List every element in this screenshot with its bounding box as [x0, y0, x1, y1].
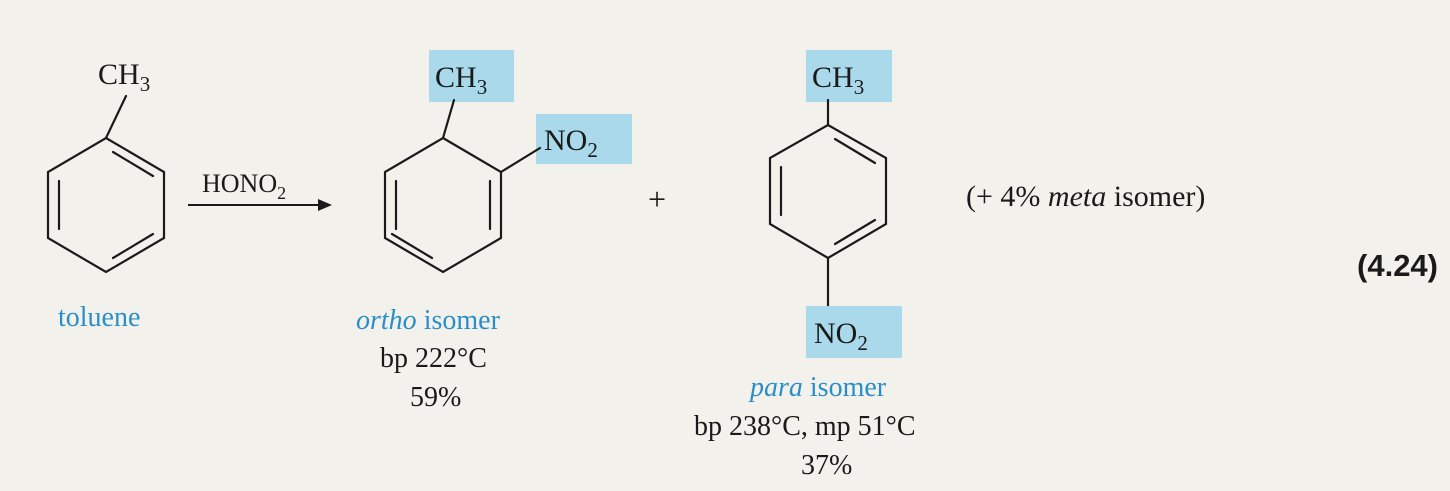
arrow-head-icon — [318, 199, 332, 211]
ortho-double-bond-3 — [390, 232, 434, 260]
toluene-ch3-label: CH3 — [98, 58, 150, 96]
toluene-double-bond-2 — [111, 232, 155, 260]
para-yield: 37% — [801, 450, 852, 481]
para-isomer-structure: CH3 NO2 para isomer bp 238°C, mp 51°C 37… — [694, 50, 916, 481]
toluene-label: toluene — [58, 302, 140, 333]
para-double-bond-1 — [833, 137, 877, 165]
reagent-label: HONO2 — [202, 169, 286, 203]
ortho-bp: bp 222°C — [380, 343, 487, 374]
reaction-arrow-group: HONO2 — [188, 169, 332, 211]
ortho-ch3-highlight — [429, 50, 514, 102]
ortho-nitro-bond — [499, 146, 542, 174]
plus-sign: + — [648, 181, 666, 217]
ortho-no2-label: NO2 — [544, 124, 598, 162]
toluene-double-bond-1 — [111, 150, 155, 178]
para-no2-highlight — [806, 306, 902, 358]
para-double-bond-2 — [833, 218, 877, 246]
toluene-benzene-ring — [46, 136, 166, 274]
ortho-isomer-label: ortho isomer — [356, 305, 501, 336]
ortho-no2-highlight — [536, 114, 632, 164]
ortho-ch3-label: CH3 — [435, 61, 487, 99]
ortho-isomer-structure: CH3 NO2 ortho isomer bp 222°C 59% — [356, 50, 632, 413]
para-benzene-ring — [768, 123, 888, 260]
ortho-yield: 59% — [410, 382, 461, 413]
ortho-benzene-ring — [383, 136, 503, 274]
toluene-structure: CH3 toluene — [46, 58, 166, 333]
equation-number: (4.24) — [1357, 248, 1438, 283]
para-isomer-label: para isomer — [748, 372, 887, 403]
para-ch3-highlight — [806, 50, 892, 102]
para-no2-label: NO2 — [814, 317, 868, 355]
meta-isomer-note: (+ 4% meta isomer) — [966, 180, 1205, 213]
ortho-methyl-bond — [441, 98, 456, 140]
para-properties: bp 238°C, mp 51°C — [694, 411, 916, 442]
para-ch3-label: CH3 — [812, 61, 864, 99]
toluene-methyl-bond — [104, 94, 128, 140]
